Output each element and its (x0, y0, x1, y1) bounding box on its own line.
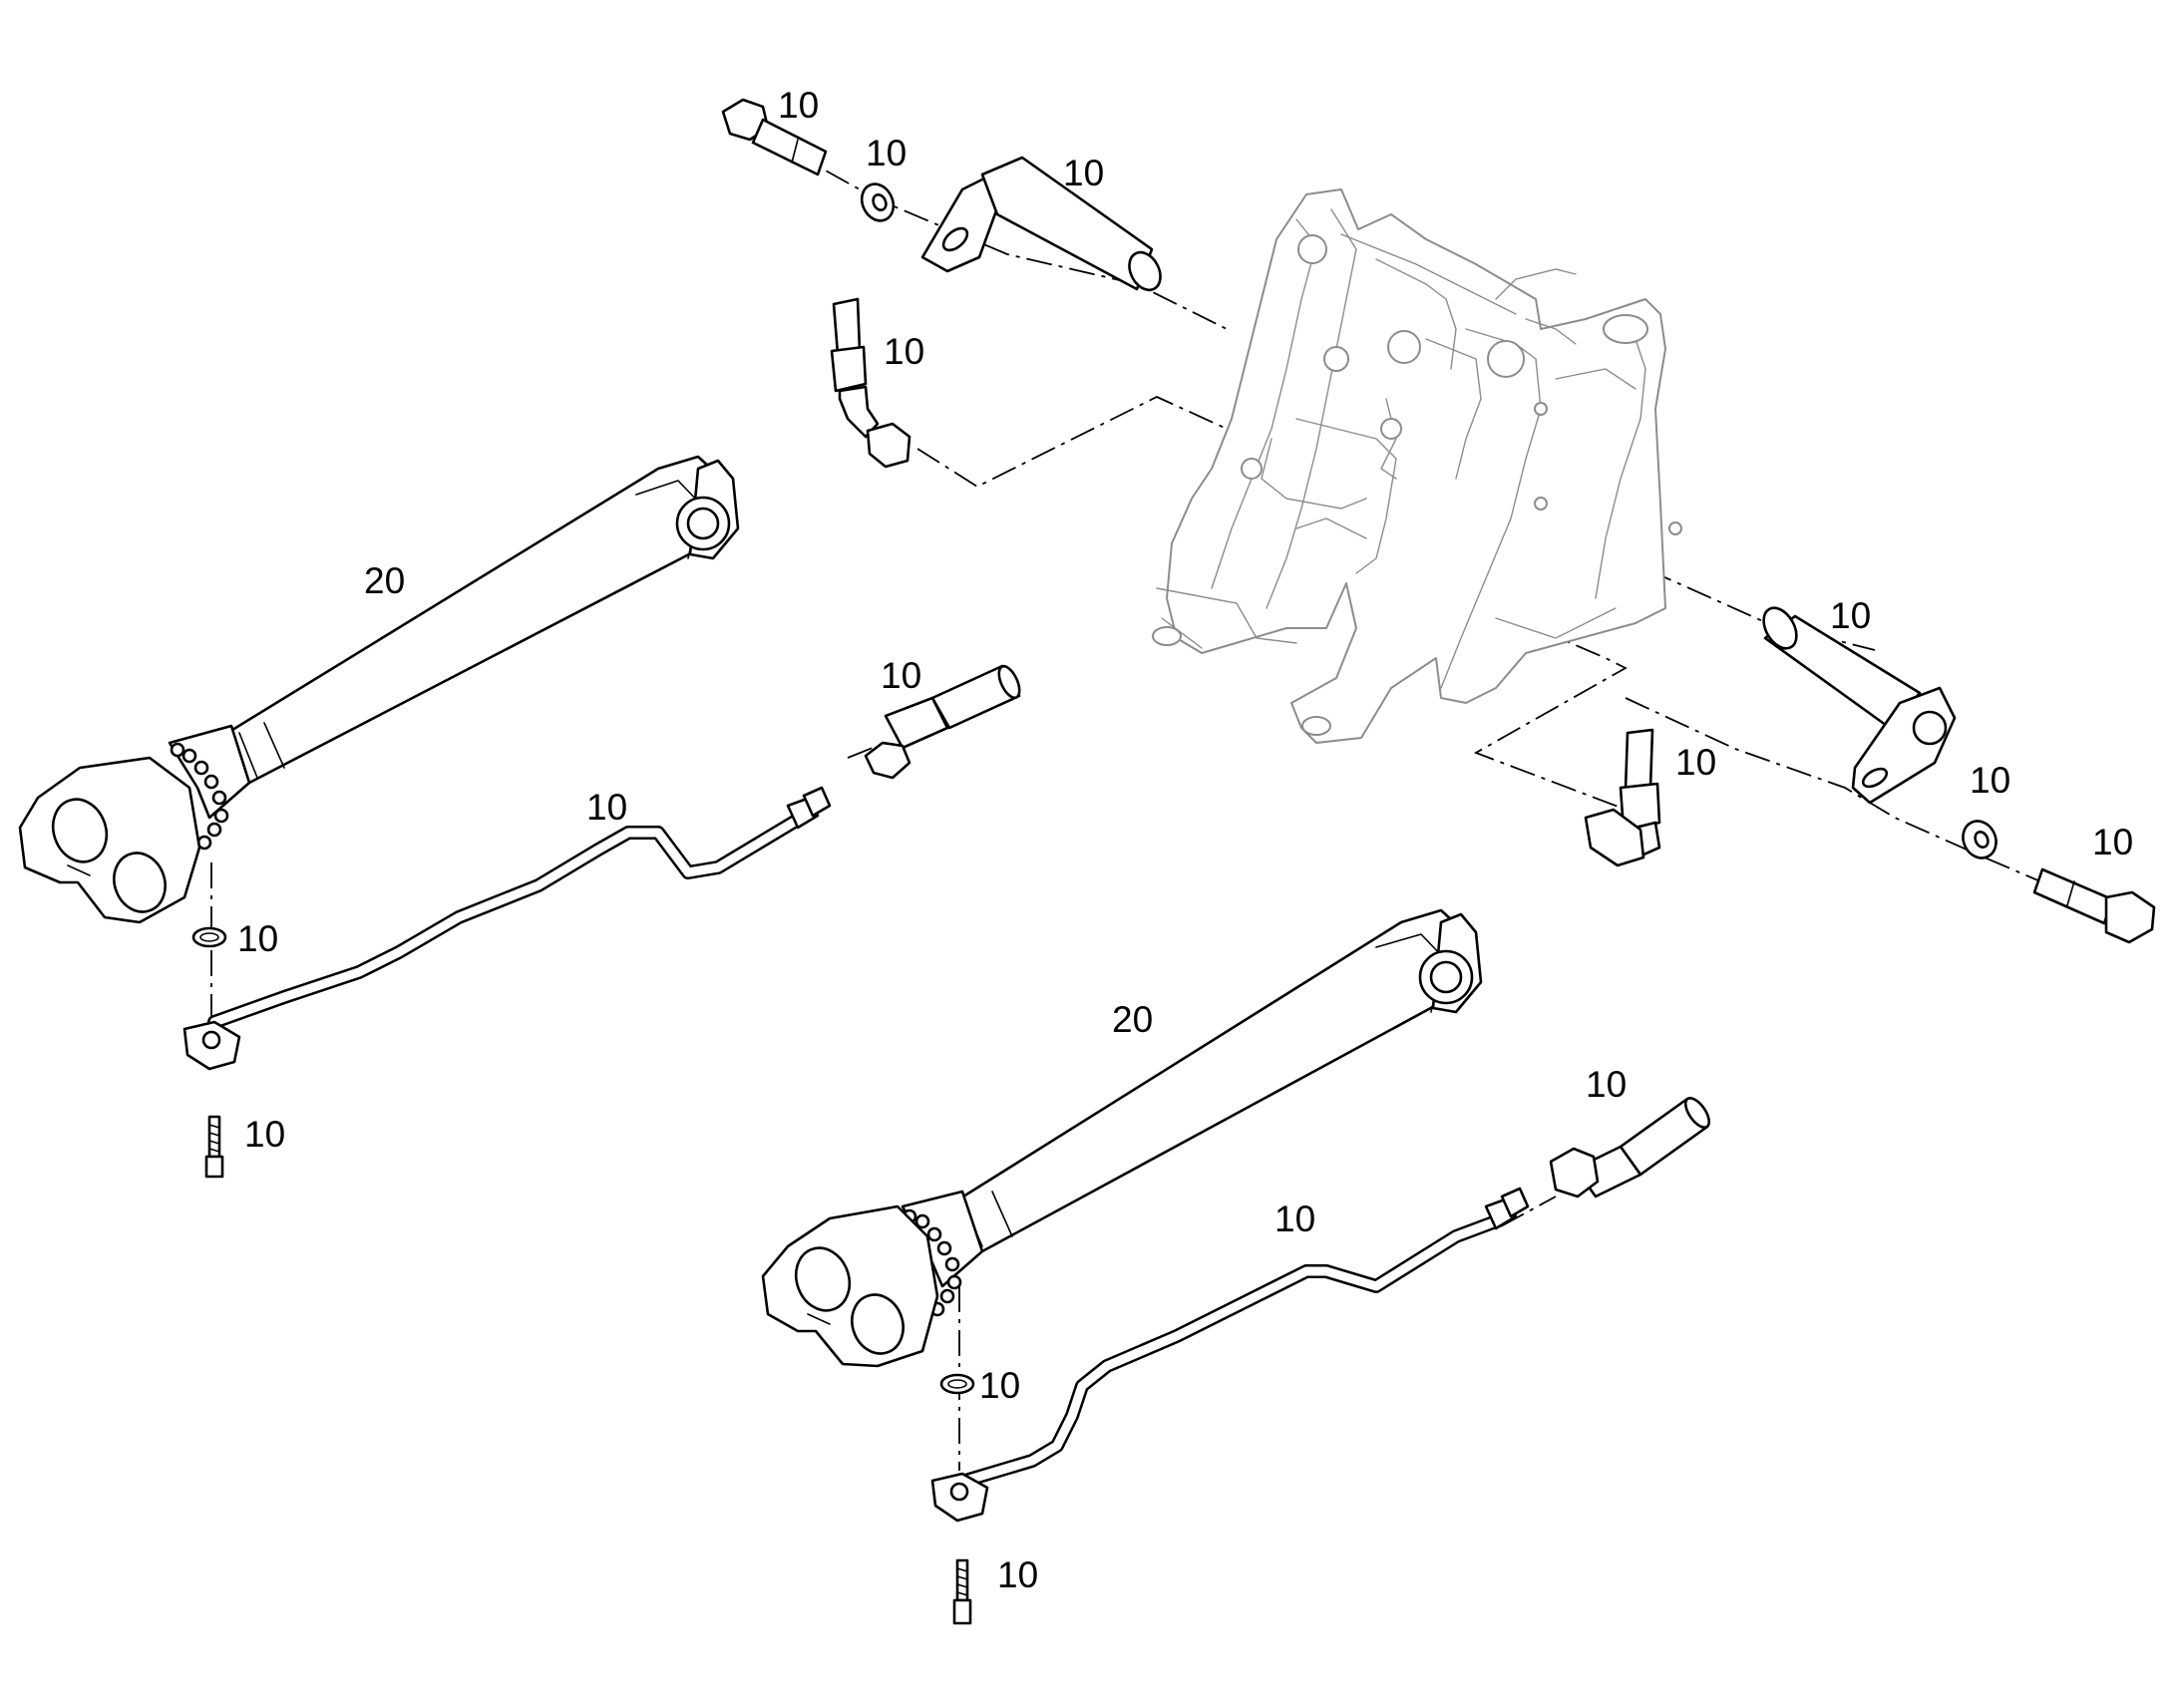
flange-lower (930, 1472, 989, 1523)
callout-oring-lower: 10 (979, 1365, 1020, 1406)
center-lines (210, 149, 2055, 1471)
callout-bolt-top: 10 (778, 85, 819, 126)
bolt-ring-upper (170, 742, 229, 851)
loader-frame (1152, 188, 1682, 744)
tube-upper (207, 786, 832, 1029)
oring-upper (191, 926, 227, 948)
hose-end-lower (1549, 1097, 1711, 1198)
hose-end-upper (864, 664, 1021, 780)
washer-top (860, 182, 896, 222)
callout-hose-end-upper: 10 (881, 655, 921, 696)
callout-tube-upper: 10 (586, 787, 627, 828)
callout-oring-upper: 10 (237, 918, 278, 959)
hose-fitting-top (830, 297, 911, 469)
cylinder-upper (18, 455, 740, 924)
pin-top (920, 156, 1162, 292)
callout-pin-top: 10 (1063, 153, 1104, 193)
callout-washer-top: 10 (866, 133, 907, 173)
callout-hose-end-lower: 10 (1586, 1064, 1627, 1105)
callout-washer-right: 10 (1970, 760, 2010, 801)
pin-right (1762, 606, 1957, 805)
bolt-top (721, 98, 828, 176)
callout-bolt-right: 10 (2092, 822, 2133, 862)
cylinder-lower (761, 908, 1483, 1368)
callout-cylinder-lower: 20 (1112, 999, 1153, 1040)
hose-fitting-right (1584, 728, 1661, 867)
callout-labels: 10 10 10 10 20 10 10 10 10 10 10 10 10 2… (237, 85, 2133, 1595)
screw-upper (204, 1115, 224, 1179)
callout-cylinder-upper: 20 (364, 560, 405, 601)
bolt-ring-lower (902, 1208, 962, 1317)
bolt-right (2032, 867, 2156, 944)
screw-lower (952, 1558, 972, 1625)
callout-tube-lower: 10 (1274, 1198, 1315, 1239)
tube-lower (958, 1187, 1530, 1488)
callout-hose-fitting-right: 10 (1675, 742, 1716, 783)
callout-screw-upper: 10 (244, 1114, 285, 1155)
washer-right (1962, 820, 1998, 859)
callout-screw-lower: 10 (997, 1554, 1038, 1595)
flange-upper (182, 1020, 241, 1071)
callout-hose-fitting-top: 10 (884, 331, 924, 372)
callout-pin-right: 10 (1830, 595, 1871, 636)
oring-lower (939, 1373, 975, 1395)
